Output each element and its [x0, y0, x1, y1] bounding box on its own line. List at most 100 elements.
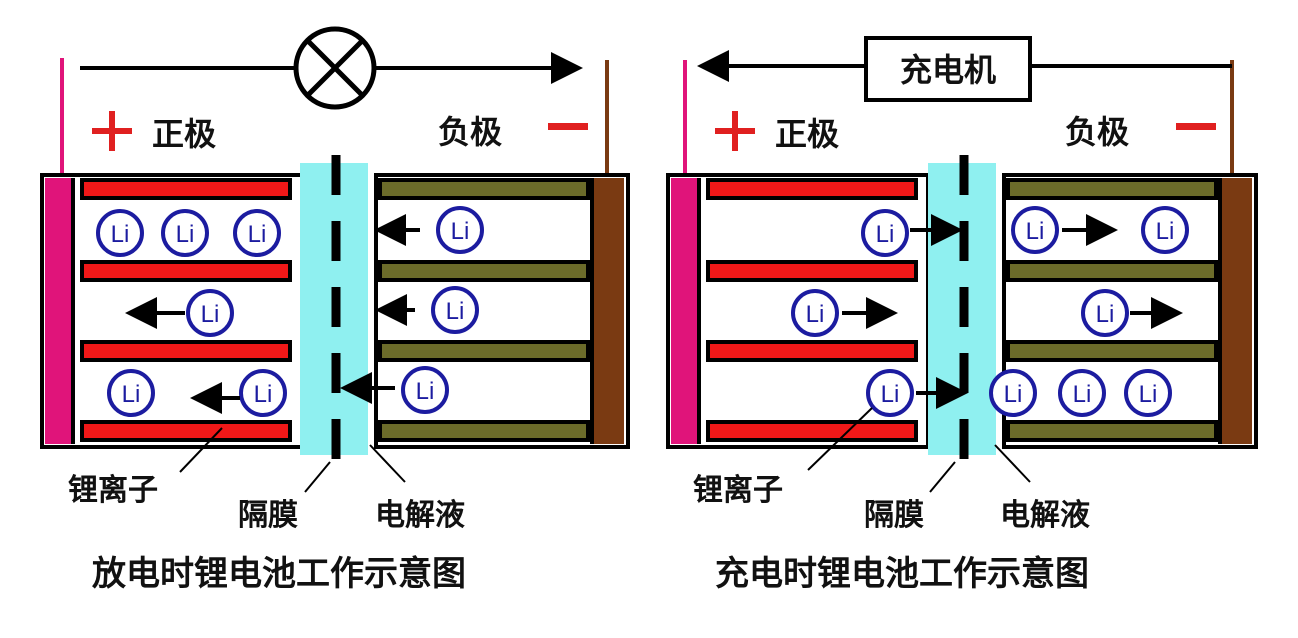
negative-electrode-label: 负极: [438, 113, 502, 151]
anode-layer: [378, 420, 590, 442]
leader-line: [807, 407, 873, 471]
lithium-ion-text: Li: [416, 378, 435, 405]
lithium-ion-circle: [233, 209, 281, 257]
negative-current-collector: [594, 178, 624, 444]
lithium-ion: Li: [96, 209, 144, 257]
anode-layer: [378, 260, 590, 282]
separator-label: 隔膜: [864, 498, 924, 533]
lithium-ion-text: Li: [1004, 381, 1023, 408]
leader-line: [994, 444, 1031, 483]
lithium-ion-text: Li: [122, 381, 141, 408]
cathode-layer: [706, 340, 918, 362]
cathode-layer: [706, 260, 918, 282]
lithium-ion-circle: [866, 369, 914, 417]
lithium-ion-circle: [431, 286, 479, 334]
lithium-ion-text: Li: [876, 221, 895, 248]
lithium-ion-text: Li: [1139, 381, 1158, 408]
anode-layer: [1006, 178, 1218, 200]
lithium-ion-circle: [107, 369, 155, 417]
anode-layer: [1006, 420, 1218, 442]
lithium-ion: Li: [1124, 369, 1172, 417]
anode-layer: [378, 178, 590, 200]
lamp-icon: [293, 26, 377, 110]
leader-line: [929, 461, 956, 493]
plus-sign-icon: [715, 111, 755, 151]
lithium-ion: Li: [401, 366, 449, 414]
lithium-ion: Li: [866, 369, 914, 417]
lithium-ion-circle: [1058, 369, 1106, 417]
lithium-ion: Li: [107, 369, 155, 417]
charge-caption: 充电时锂电池工作示意图: [715, 554, 1089, 594]
lithium-ion: Li: [1141, 206, 1189, 254]
charger-label: 充电机: [900, 51, 996, 89]
negative-current-collector: [1222, 178, 1252, 444]
lithium-ion: Li: [1081, 289, 1129, 337]
lithium-ion: Li: [161, 209, 209, 257]
leader-line: [179, 427, 223, 473]
lithium-ion: Li: [431, 286, 479, 334]
positive-electrode-label: 正极: [152, 115, 216, 153]
cathode-layer: [80, 178, 292, 200]
leader-line: [369, 444, 406, 483]
lithium-ion-text: Li: [451, 218, 470, 245]
lithium-ion-circle: [161, 209, 209, 257]
lithium-ion: Li: [239, 369, 287, 417]
cathode-layer: [80, 260, 292, 282]
charger-box: [864, 36, 1032, 102]
positive-electrode-label: 正极: [775, 115, 839, 153]
cathode-layer: [80, 340, 292, 362]
electrolyte-label: 电解液: [1000, 498, 1090, 533]
anode-layer: [378, 340, 590, 362]
lithium-ion-label: 锂离子: [68, 473, 158, 508]
lithium-ion-text: Li: [1156, 218, 1175, 245]
lithium-ion-circle: [1141, 206, 1189, 254]
lithium-ion-label: 锂离子: [693, 473, 783, 508]
positive-current-collector: [45, 178, 72, 444]
lithium-ion: Li: [791, 289, 839, 337]
lithium-ion-circle: [239, 369, 287, 417]
lithium-ion: Li: [233, 209, 281, 257]
lithium-ion-circle: [96, 209, 144, 257]
lithium-ion-text: Li: [1073, 381, 1092, 408]
lithium-ion: Li: [1011, 206, 1059, 254]
negative-electrode-label: 负极: [1065, 113, 1129, 151]
anode-layer: [1006, 340, 1218, 362]
cathode-layer: [706, 420, 918, 442]
lithium-ion-text: Li: [201, 301, 220, 328]
lithium-ion-circle: [401, 366, 449, 414]
lithium-ion-text: Li: [111, 221, 130, 248]
positive-current-collector: [671, 178, 698, 444]
lithium-ion-circle: [989, 369, 1037, 417]
lithium-ion-text: Li: [806, 301, 825, 328]
discharge-caption: 放电时锂电池工作示意图: [92, 554, 466, 594]
anode-layer: [1006, 260, 1218, 282]
cathode-layer: [80, 420, 292, 442]
lithium-ion-text: Li: [446, 298, 465, 325]
electrolyte-label: 电解液: [375, 498, 465, 533]
separator-label: 隔膜: [238, 498, 298, 533]
plus-sign-icon: [92, 111, 132, 151]
lithium-ion: Li: [186, 289, 234, 337]
leader-line: [304, 461, 331, 493]
lithium-ion: Li: [436, 206, 484, 254]
cathode-layer: [706, 178, 918, 200]
minus-sign-icon: [548, 123, 588, 130]
lithium-ion-circle: [1011, 206, 1059, 254]
lithium-ion-text: Li: [1096, 301, 1115, 328]
lithium-ion-text: Li: [881, 381, 900, 408]
lithium-ion-text: Li: [176, 221, 195, 248]
lithium-ion-circle: [186, 289, 234, 337]
lithium-ion-circle: [861, 209, 909, 257]
lithium-ion-circle: [436, 206, 484, 254]
minus-sign-icon: [1176, 123, 1216, 130]
lithium-ion-text: Li: [254, 381, 273, 408]
lithium-ion-circle: [791, 289, 839, 337]
lithium-ion-text: Li: [248, 221, 267, 248]
lithium-ion: Li: [989, 369, 1037, 417]
lithium-ion-text: Li: [1026, 218, 1045, 245]
lithium-ion-circle: [1124, 369, 1172, 417]
lithium-ion-circle: [1081, 289, 1129, 337]
